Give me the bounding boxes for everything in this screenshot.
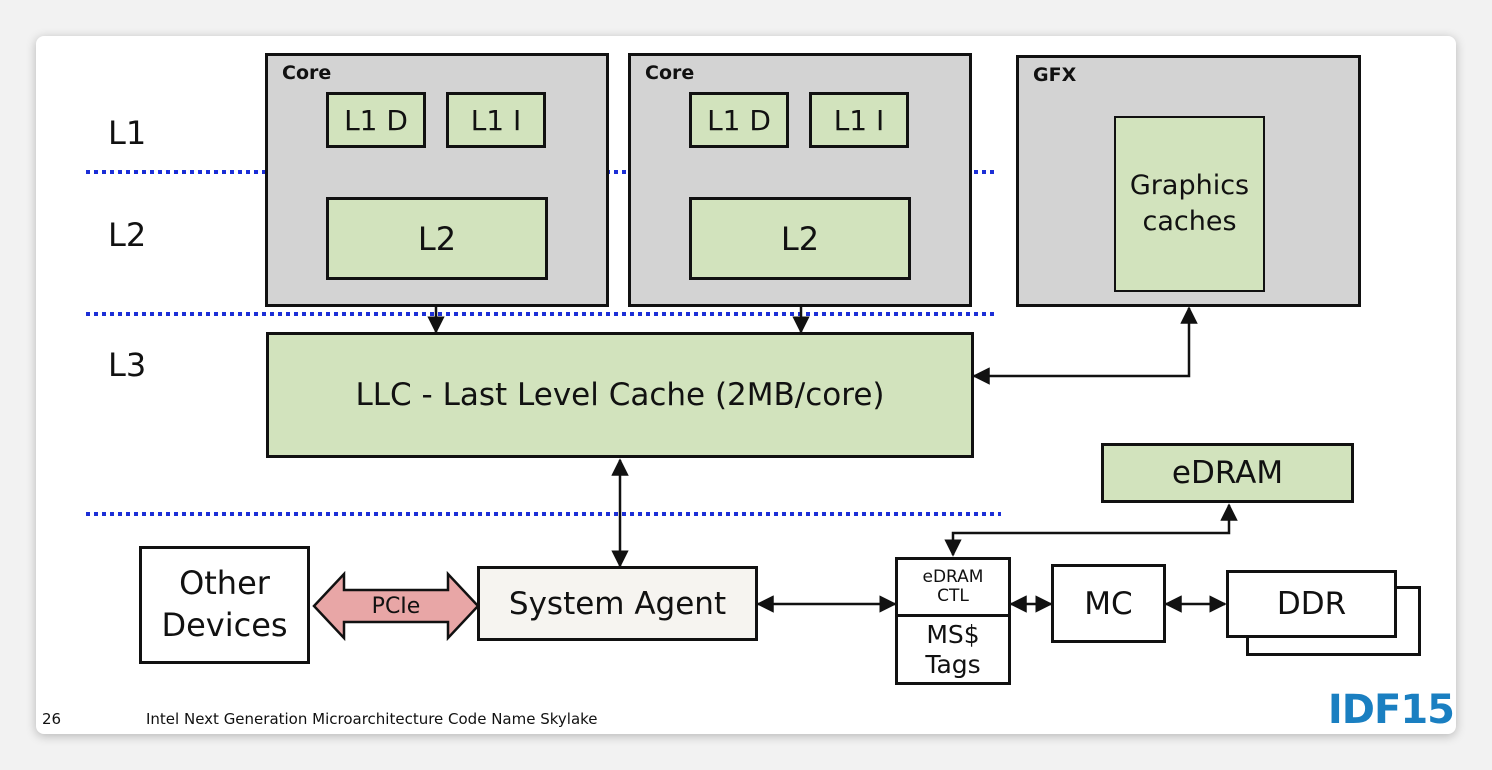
edram-ctl-line1: eDRAM: [922, 567, 984, 588]
footer-caption: Intel Next Generation Microarchitecture …: [146, 710, 598, 728]
ddr-block: DDR: [1226, 570, 1397, 638]
system-agent-block: System Agent: [477, 566, 758, 641]
core-2-l2: L2: [689, 197, 911, 280]
level-label-l1: L1: [108, 114, 147, 152]
ms-tags-line1: MS$: [926, 619, 980, 649]
graphics-caches-line2: caches: [1142, 206, 1237, 237]
idf15-logo: IDF15: [1327, 687, 1455, 733]
edram-ctl-section: eDRAM CTL: [898, 560, 1008, 617]
core-2-l1d: L1 D: [689, 92, 789, 148]
core-1-title: Core: [282, 62, 332, 84]
core-1-l1d: L1 D: [326, 92, 426, 148]
mc-block: MC: [1051, 564, 1166, 643]
core-1-l2: L2: [326, 197, 548, 280]
arrow-edram-ctl-edram: [944, 503, 1238, 557]
core-2-l1i: L1 I: [809, 92, 909, 148]
ms-tags-section: MS$ Tags: [898, 617, 1008, 682]
idf15-logo-text: IDF15: [1327, 687, 1455, 733]
edram-ctl-block: eDRAM CTL MS$ Tags: [895, 557, 1011, 685]
other-devices-line2: Devices: [161, 606, 288, 644]
other-devices-block: Other Devices: [139, 546, 310, 664]
core-2-title: Core: [645, 62, 695, 84]
graphics-caches: Graphics caches: [1114, 116, 1265, 292]
gfx-title: GFX: [1033, 64, 1077, 86]
pcie-label: PCIe: [371, 593, 421, 619]
edram-block: eDRAM: [1101, 443, 1354, 503]
other-devices-line1: Other: [179, 564, 270, 603]
edram-ctl-line2: CTL: [937, 586, 969, 606]
graphics-caches-line1: Graphics: [1129, 169, 1250, 201]
level-label-l3: L3: [108, 346, 147, 384]
slide: L1 L2 L3 Core L1 D L1 I L2 Core L1 D L1 …: [36, 36, 1456, 734]
llc-block: LLC - Last Level Cache (2MB/core): [266, 332, 974, 458]
page-number: 26: [42, 710, 62, 728]
level-label-l2: L2: [108, 216, 147, 254]
core-1-l1i: L1 I: [446, 92, 546, 148]
arrow-llc-gfx: [972, 306, 1198, 385]
ms-tags-line2: Tags: [925, 649, 981, 679]
